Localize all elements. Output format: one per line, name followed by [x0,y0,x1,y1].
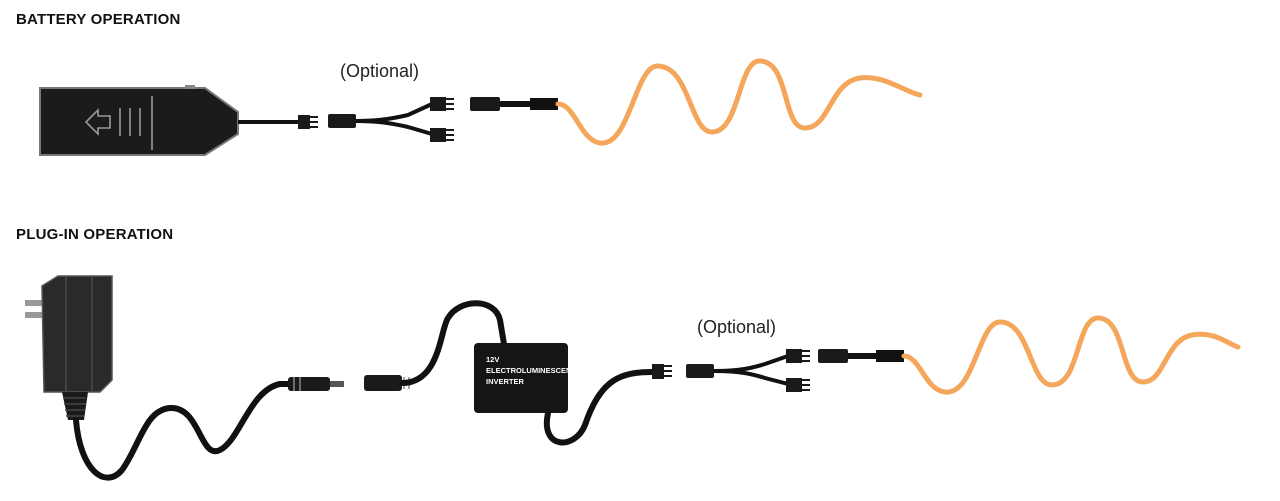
barrel-plug-icon [288,377,344,391]
inverter-box-icon: 12V ELECTROLUMINESCENT INVERTER [474,343,576,413]
inverter-label-line1: 12V [486,355,499,364]
wall-adapter-icon [25,275,113,420]
connector-icon [298,115,318,129]
arrow-left-icon [84,96,153,150]
el-wire-icon [470,58,923,146]
y-splitter-icon [328,97,454,142]
inverter-label-line3: INVERTER [486,377,525,386]
plugin-optional-label: (Optional) [697,317,777,337]
battery-pack-icon [39,85,239,156]
y-splitter-icon [686,349,810,392]
connector-icon [652,364,672,379]
el-wire-icon [818,315,1241,395]
battery-optional-label: (Optional) [340,61,420,81]
battery-section-title: BATTERY OPERATION [16,11,181,28]
plugin-section-title: PLUG-IN OPERATION [16,226,174,243]
inverter-label-line2: ELECTROLUMINESCENT [486,366,576,375]
